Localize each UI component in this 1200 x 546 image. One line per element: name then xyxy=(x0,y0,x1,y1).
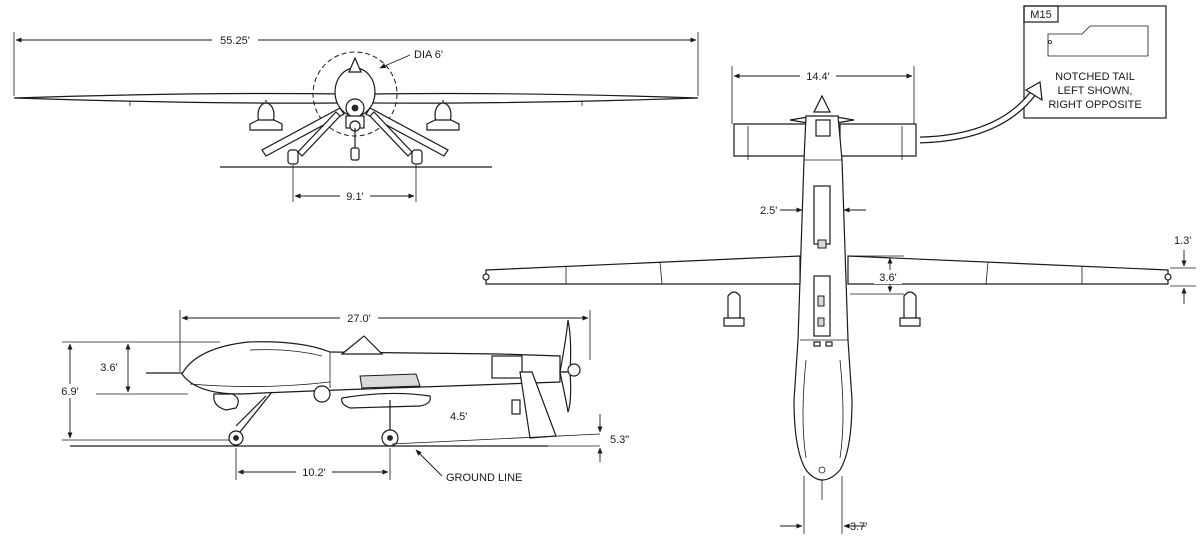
tail-span-label: 14.4' xyxy=(806,71,830,83)
wing-root-chord-label: 3.6' xyxy=(879,272,896,284)
tail-height-label: 4.5' xyxy=(450,411,467,423)
front-view: 55.25' DIA 6' xyxy=(13,32,699,203)
callout-tag: M15 xyxy=(1030,9,1051,21)
overall-height-label: 6.9' xyxy=(61,386,78,398)
left-pod xyxy=(249,100,283,131)
nose-width-label: 3.7' xyxy=(850,521,867,533)
top-left-pod xyxy=(723,291,745,327)
callout-line-3: RIGHT OPPOSITE xyxy=(1048,99,1141,111)
fuselage-width-label: 2.5' xyxy=(760,205,777,217)
top-right-pod xyxy=(899,291,921,327)
notched-tail-callout: M15 NOTCHED TAIL LEFT SHOWN, RIGHT OPPOS… xyxy=(919,5,1167,144)
wingtip-chord-label: 1.3' xyxy=(1174,235,1191,247)
right-pod xyxy=(426,100,460,131)
front-track-label: 9.1' xyxy=(346,191,363,203)
side-view: 27.0' 6.9' 3.6' xyxy=(56,310,629,484)
prop-diameter-label: DIA 6' xyxy=(414,49,443,61)
callout-line-2: LEFT SHOWN, xyxy=(1058,85,1133,97)
wheelbase-label: 10.2' xyxy=(302,467,326,479)
top-view: 14.4' xyxy=(482,66,1196,534)
callout-line-1: NOTCHED TAIL xyxy=(1055,71,1135,83)
ground-line-label: GROUND LINE xyxy=(446,472,522,484)
fuselage-height-label: 3.6' xyxy=(100,362,117,374)
tail-clearance-label: 5.3" xyxy=(610,434,629,446)
front-span-label: 55.25' xyxy=(220,35,250,47)
side-length-label: 27.0' xyxy=(347,313,371,325)
